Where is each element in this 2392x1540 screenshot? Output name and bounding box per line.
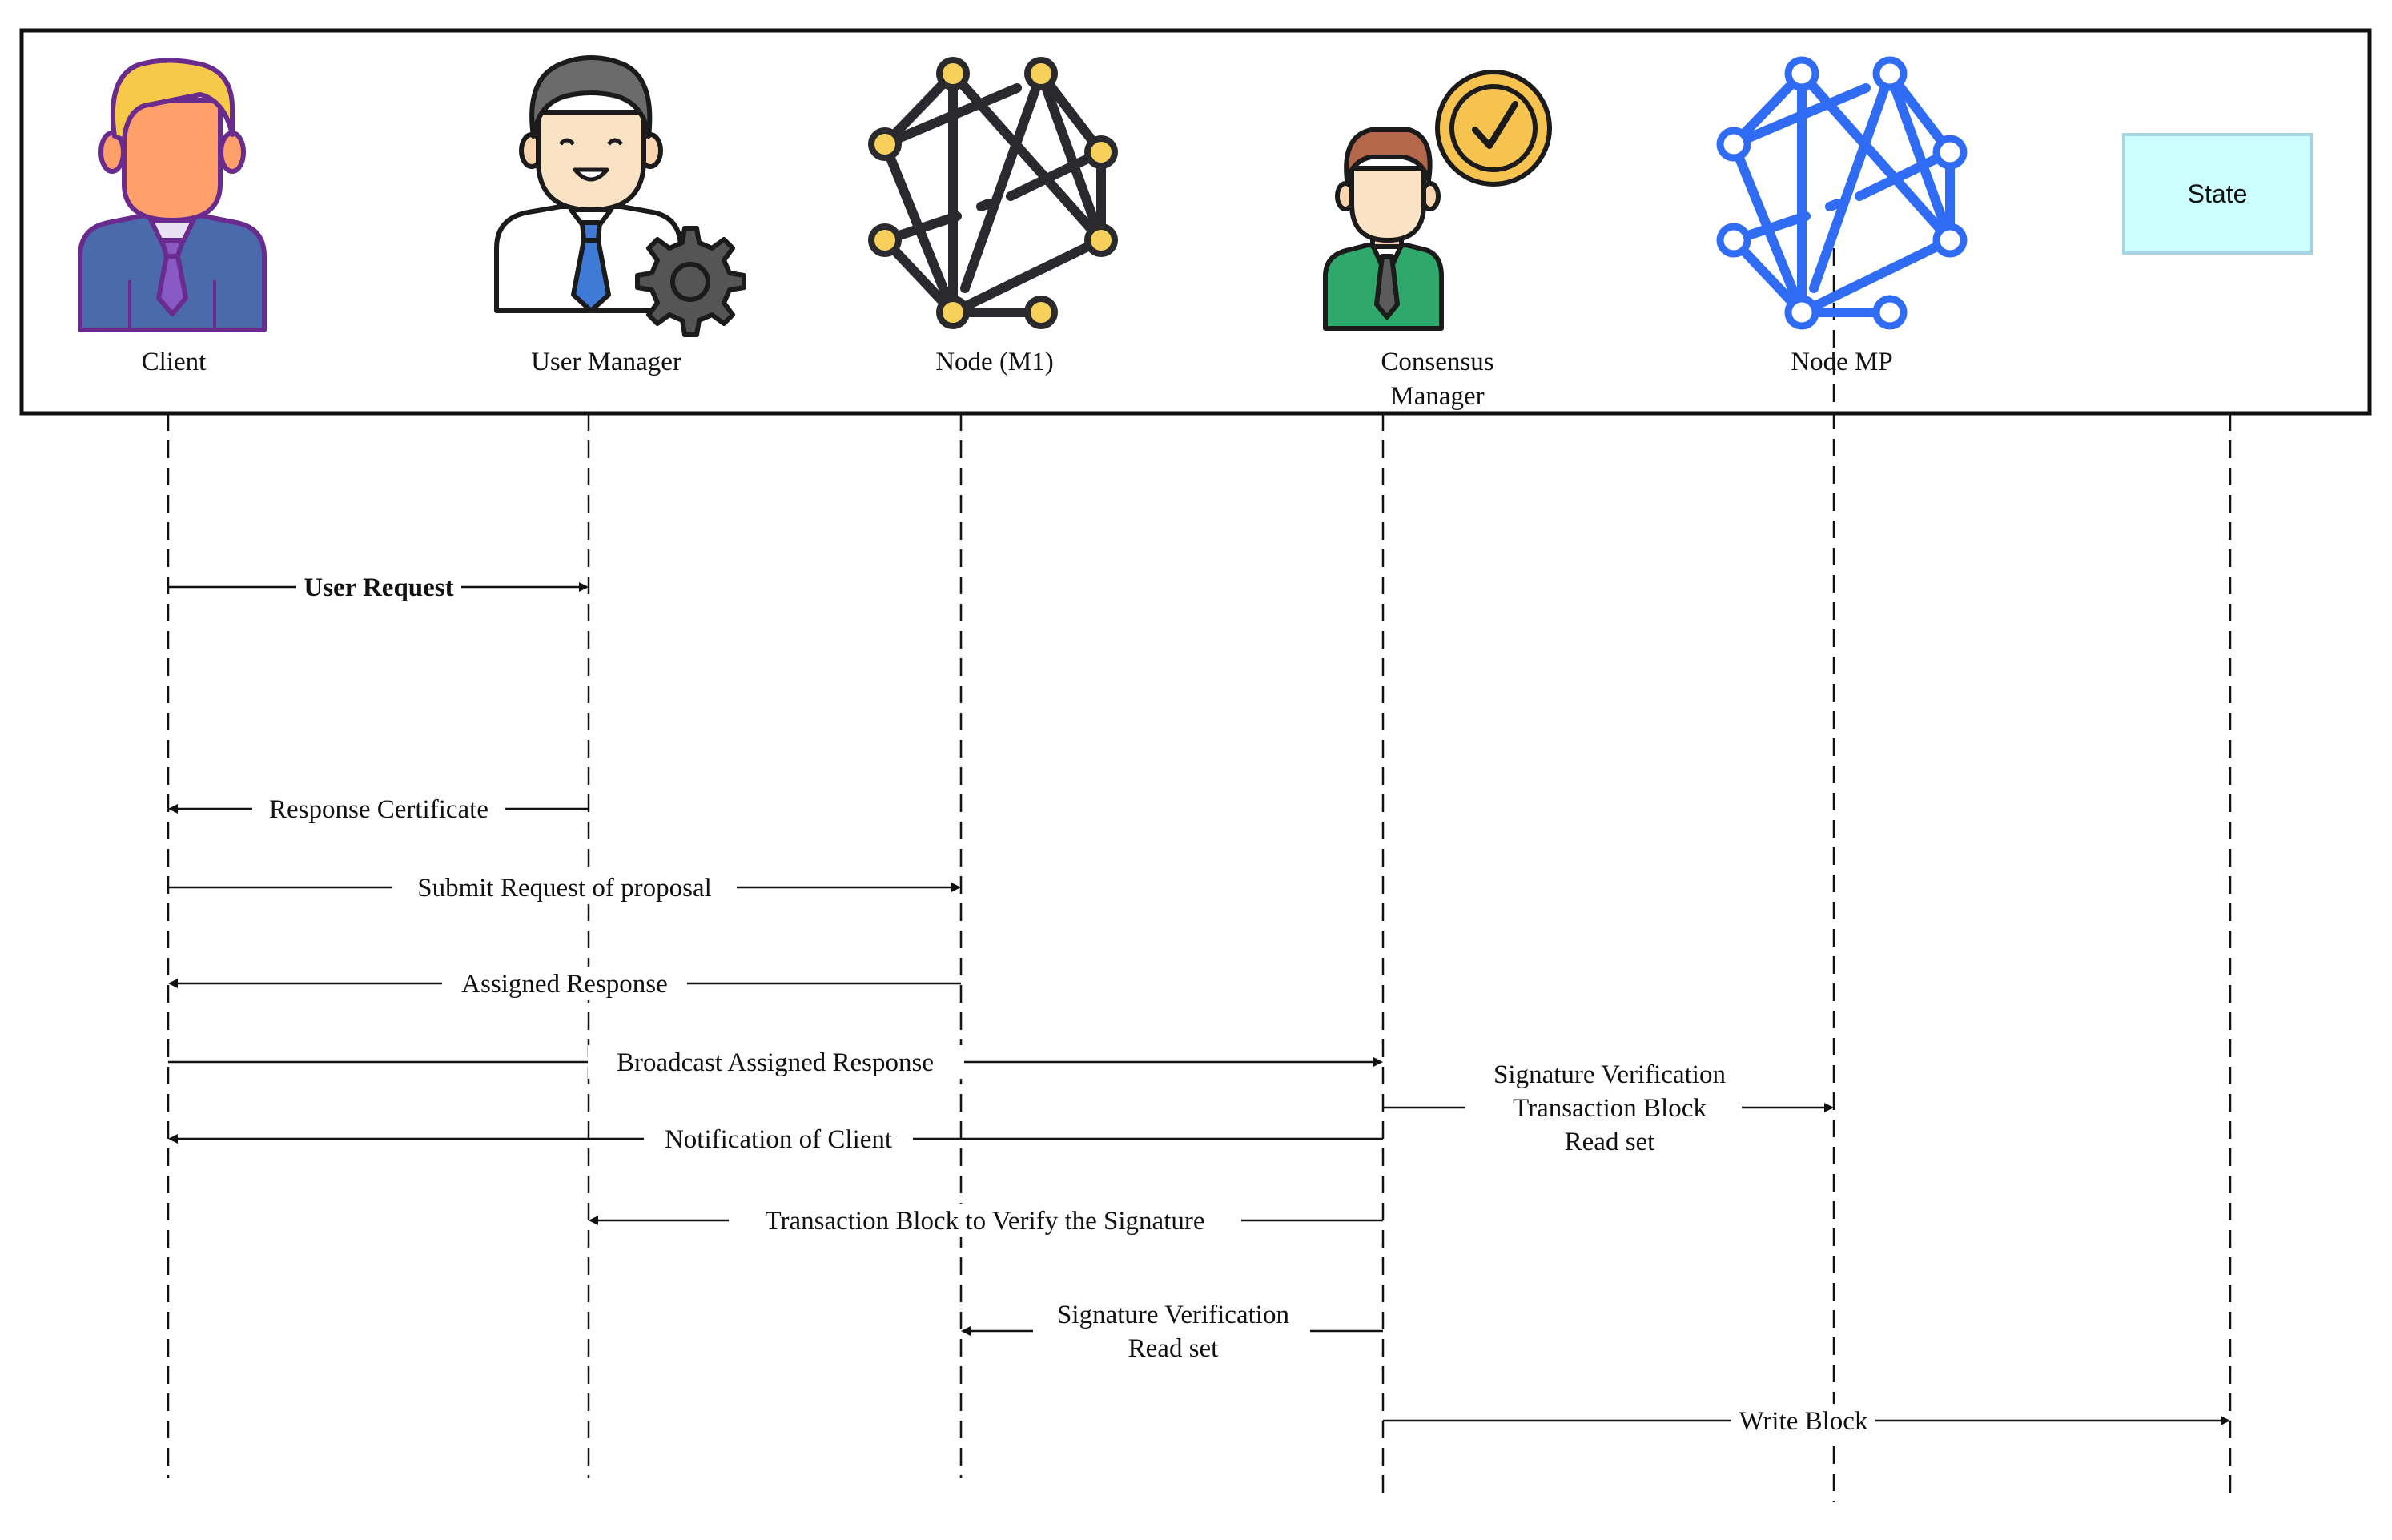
label-assigned-response: Assigned Response <box>461 970 668 999</box>
state-box <box>2122 133 2313 255</box>
label-signature-verification-m1-line2: Read set <box>1128 1334 1219 1363</box>
label-write-block: Write Block <box>1739 1407 1868 1436</box>
actor-header-frame <box>19 28 2372 416</box>
actor-label-user-manager: User Manager <box>531 348 681 376</box>
actor-label-node-mp: Node MP <box>1791 348 1892 376</box>
consensus-check-icon <box>1323 70 1552 331</box>
manager-gear-icon <box>494 55 746 337</box>
label-signature-verification-mp-line3: Read set <box>1565 1128 1655 1156</box>
message-labels: User Request Response Certificate Submit… <box>252 570 1875 1437</box>
label-signature-verification-mp-line1: Signature Verification <box>1493 1060 1726 1089</box>
network-node-blue-icon <box>1716 56 1968 330</box>
network-node-icon <box>868 57 1118 329</box>
label-notification-of-client: Notification of Client <box>665 1125 892 1154</box>
label-signature-verification-mp-line2: Transaction Block <box>1513 1094 1707 1123</box>
state-label: State <box>2188 179 2248 208</box>
label-transaction-block-verify: Transaction Block to Verify the Signatur… <box>765 1207 1204 1236</box>
actor-label-client: Client <box>142 348 207 376</box>
actor-label-consensus-manager-line2: Manager <box>1390 382 1484 411</box>
label-user-request: User Request <box>304 573 453 602</box>
lifelines <box>167 248 2232 1502</box>
label-submit-request: Submit Request of proposal <box>417 874 712 903</box>
label-signature-verification-m1-line1: Signature Verification <box>1057 1301 1289 1329</box>
client-person-icon <box>78 58 267 332</box>
actor-label-node-m1: Node (M1) <box>935 348 1054 376</box>
actor-label-consensus-manager-line1: Consensus <box>1381 348 1493 376</box>
label-response-certificate: Response Certificate <box>269 795 488 824</box>
label-broadcast-assigned-response: Broadcast Assigned Response <box>617 1048 934 1077</box>
